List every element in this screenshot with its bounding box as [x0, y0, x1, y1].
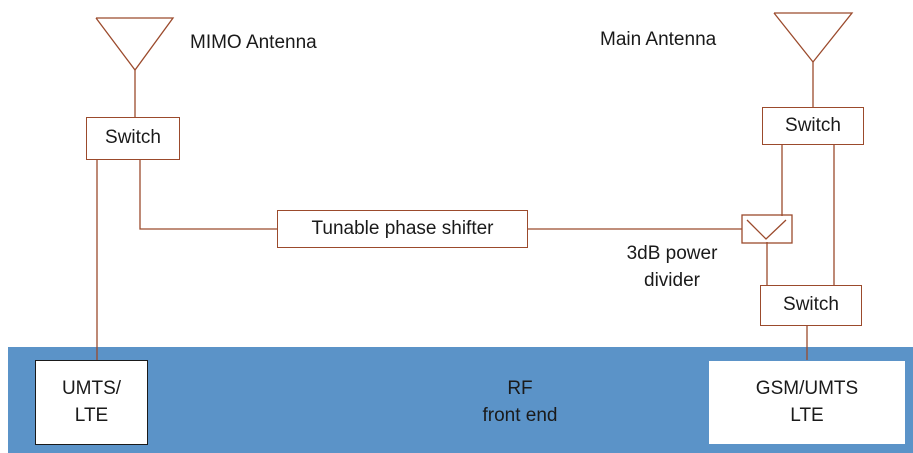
- power-divider-label-line1: 3dB power: [626, 243, 718, 264]
- left-switch-to-phase-shifter-wire: [139, 160, 277, 230]
- rf-front-end-label-line1: RF: [507, 378, 533, 399]
- mimo-antenna-label: MIMO Antenna: [190, 32, 317, 53]
- lower-switch-label: Switch: [783, 294, 839, 316]
- gsm-umts-lte-block: GSM/UMTS LTE: [708, 360, 906, 445]
- mimo-antenna-icon: [95, 17, 175, 117]
- left-switch-block: Switch: [86, 117, 180, 160]
- main-antenna-label: Main Antenna: [600, 29, 717, 50]
- power-divider-label: 3dB power divider: [608, 241, 736, 294]
- phase-shifter-label: Tunable phase shifter: [311, 217, 494, 239]
- power-divider-label-line2: divider: [644, 269, 700, 291]
- left-switch-label: Switch: [105, 127, 161, 149]
- rf-front-end-label-line2: front end: [482, 404, 558, 426]
- main-antenna-icon: [773, 12, 854, 107]
- gsm-umts-lte-label-line2: LTE: [790, 404, 824, 426]
- main-switch-block: Switch: [762, 107, 864, 145]
- lower-switch-block: Switch: [760, 285, 862, 326]
- phase-shifter-block: Tunable phase shifter: [277, 210, 528, 248]
- umts-lte-label-line2: LTE: [74, 404, 109, 426]
- power-divider-icon: [741, 214, 793, 244]
- main-switch-label: Switch: [785, 114, 841, 136]
- umts-lte-label-line1: UMTS/: [61, 377, 122, 399]
- gsm-umts-lte-label-line1: GSM/UMTS: [755, 377, 859, 399]
- rf-front-end-label: RF front end: [440, 376, 600, 429]
- umts-lte-block: UMTS/ LTE: [35, 360, 148, 445]
